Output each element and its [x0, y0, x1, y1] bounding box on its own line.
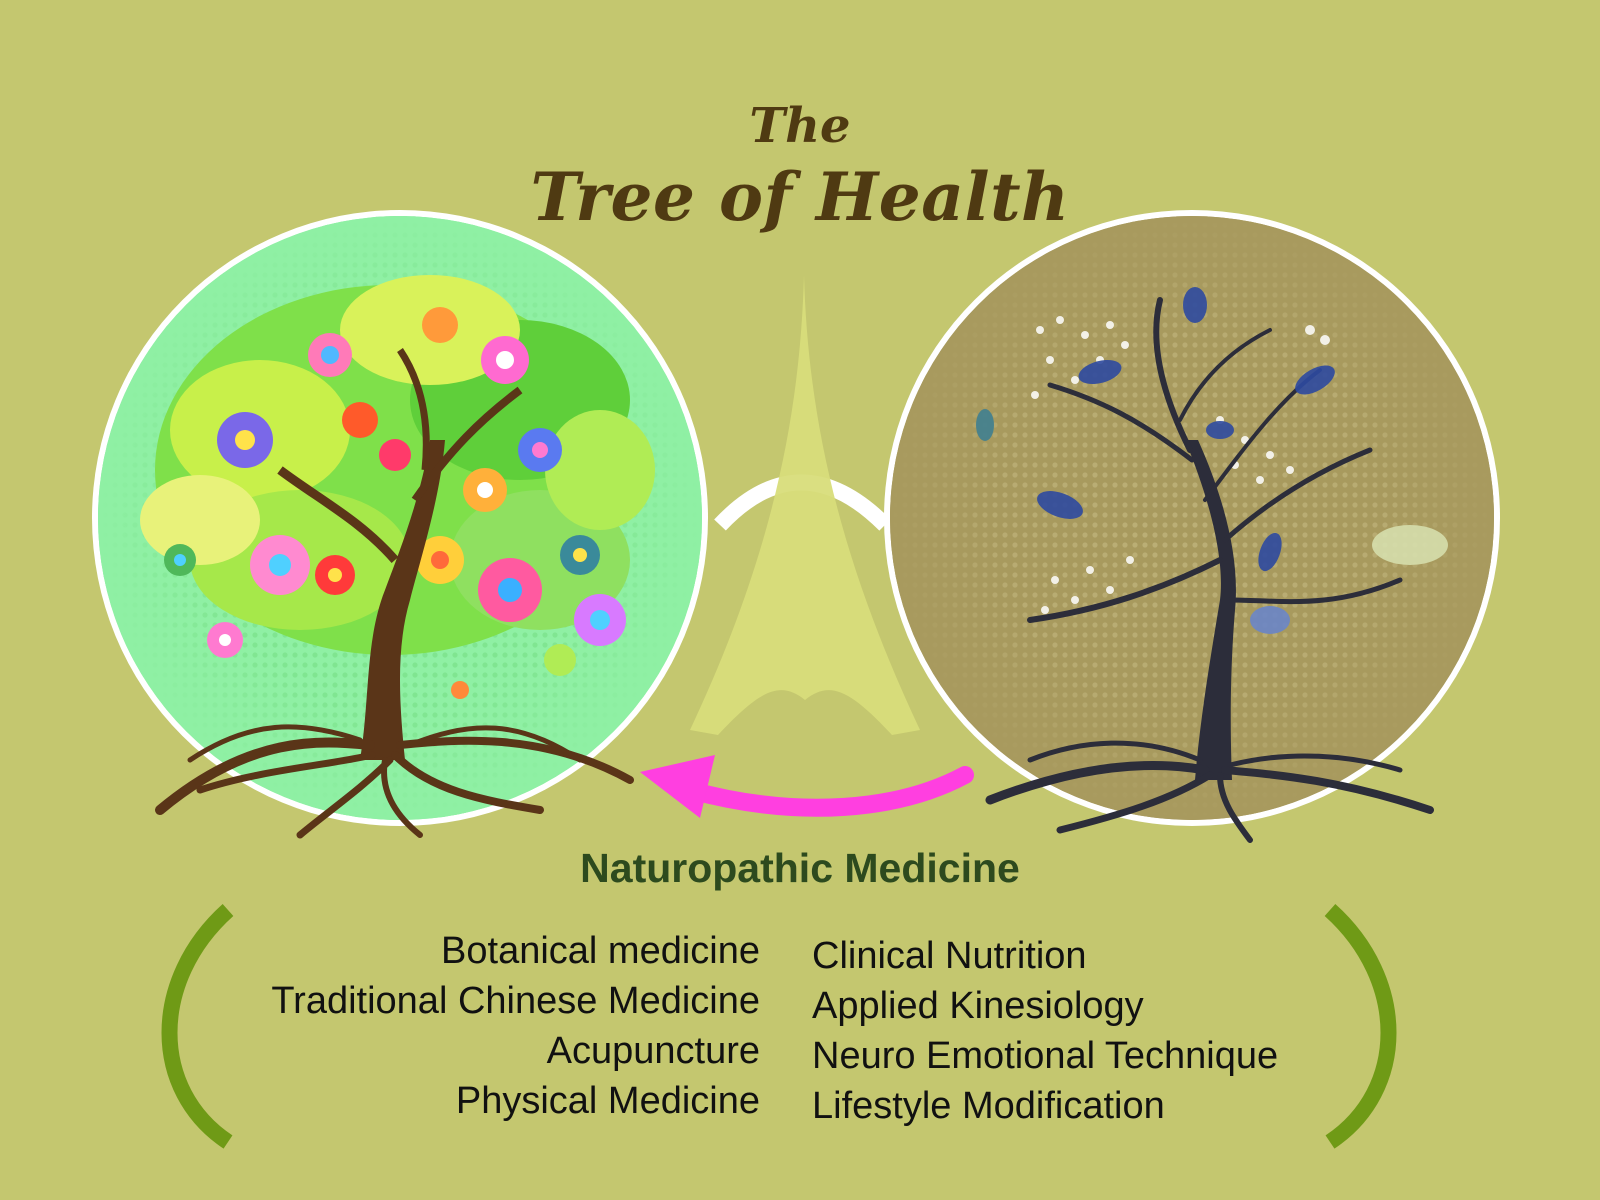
unhealthy-tree-circle	[884, 210, 1500, 826]
title-the: The	[749, 98, 851, 154]
title-tree-of-health: Tree of Health	[530, 158, 1070, 236]
modality-item: Neuro Emotional Technique	[812, 1035, 1279, 1077]
modality-item: Lifestyle Modification	[812, 1085, 1165, 1127]
spire-symbol-icon	[690, 275, 920, 735]
modalities-right-column: Clinical Nutrition Applied Kinesiology N…	[812, 931, 1352, 1131]
modality-item: Clinical Nutrition	[812, 935, 1087, 977]
withered-tree-icon	[976, 287, 1448, 843]
modality-item: Applied Kinesiology	[812, 985, 1144, 1027]
subtitle-naturopathic-medicine: Naturopathic Medicine	[580, 845, 1020, 891]
modality-item: Traditional Chinese Medicine	[271, 980, 760, 1022]
left-bracket	[161, 904, 234, 1149]
modality-item: Acupuncture	[546, 1030, 760, 1072]
curved-arrow-left-icon	[640, 755, 974, 818]
modality-item: Physical Medicine	[455, 1080, 760, 1122]
healthy-flowering-tree-icon	[140, 275, 655, 839]
modality-item: Botanical medicine	[441, 930, 760, 972]
modalities-left-column: Botanical medicine Traditional Chinese M…	[180, 926, 760, 1126]
right-bracket	[1324, 904, 1397, 1149]
